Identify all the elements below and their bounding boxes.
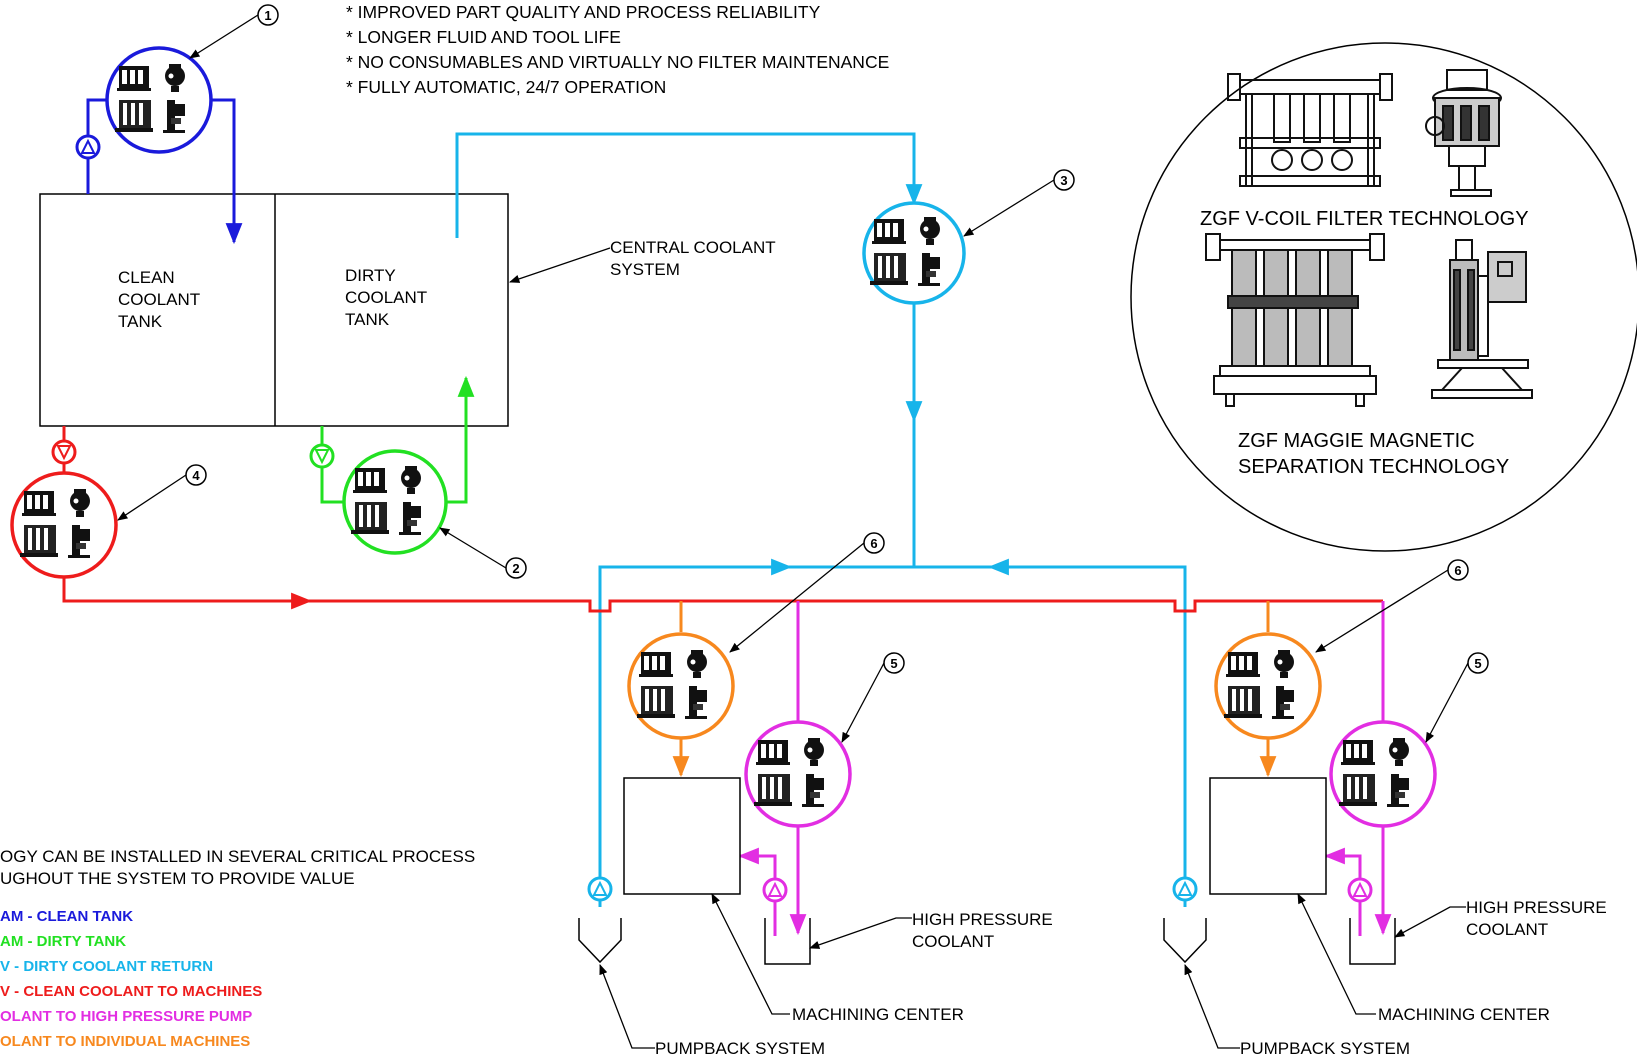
svg-text:2: 2 [512,561,519,576]
callout-2: 2 [439,527,527,579]
mc-label-right: MACHINING CENTER [1378,1005,1550,1024]
installation-note: OGY CAN BE INSTALLED IN SEVERAL CRITICAL… [0,847,480,888]
callout-5-left: 5 [841,652,905,743]
central-system-label: CENTRAL COOLANT SYSTEM [610,238,780,279]
cyan-return-line [455,132,1187,907]
color-legend: AM - CLEAN TANK AM - DIRTY TANK V - DIRT… [0,908,262,1050]
pump-icon [309,443,335,469]
pumpback-right [1163,918,1207,964]
callout-1: 1 [189,4,279,59]
svg-text:5: 5 [1474,656,1481,671]
pb-label-left: PUMPBACK SYSTEM [655,1039,825,1058]
legend-item: OLANT TO HIGH PRESSURE PUMP [0,1008,252,1025]
pb-leader-right [1184,964,1240,1049]
pump-icon [51,439,77,465]
callout-4: 4 [117,464,207,521]
feature-list: * IMPROVED PART QUALITY AND PROCESS RELI… [346,2,889,97]
right-magenta-branch [1323,601,1392,936]
callout-6-left: 6 [729,532,885,653]
machining-center-left [623,777,741,895]
svg-text:6: 6 [870,536,877,551]
callout-5-right: 5 [1425,652,1489,743]
filter-station-6-left [627,632,735,740]
pb-leader-left [599,964,655,1049]
filter-station-4 [10,471,118,579]
filter-station-2 [342,449,448,555]
pump-icon [762,877,788,903]
hp-reservoir-left [764,918,811,965]
feature-item: * NO CONSUMABLES AND VIRTUALLY NO FILTER… [346,52,889,72]
feature-item: * LONGER FLUID AND TOOL LIFE [346,27,621,47]
hp-leader-right [1394,906,1466,938]
filter-station-6-right [1214,632,1322,740]
machining-center-right [1209,777,1327,895]
pump-icon [1172,876,1198,902]
svg-text:5: 5 [890,656,897,671]
maggie-label: ZGF MAGGIE MAGNETIC SEPARATION TECHNOLOG… [1238,430,1509,478]
central-coolant-tank-box [39,193,509,427]
pump-icon [1347,877,1373,903]
left-magenta-branch [737,601,807,936]
pb-label-right: PUMPBACK SYSTEM [1240,1039,1410,1058]
mc-leader-left [711,893,790,1015]
dirty-tank-label: DIRTY COOLANT TANK [345,266,432,329]
pump-icon [75,134,101,160]
feature-item: * IMPROVED PART QUALITY AND PROCESS RELI… [346,2,821,22]
blue-clean-tank-loop [86,98,243,245]
svg-text:6: 6 [1454,563,1461,578]
svg-text:3: 3 [1060,173,1067,188]
clean-tank-label: CLEAN COOLANT TANK [118,268,205,331]
filter-station-5-right [1329,720,1437,828]
technology-panel: ZGF V-COIL FILTER TECHNOLOGY ZGF MAGGIE … [1130,42,1637,552]
central-system-leader [509,247,611,283]
legend-item: AM - CLEAN TANK [0,908,133,925]
hp-label-right: HIGH PRESSURE COOLANT [1466,898,1611,939]
feature-item: * FULLY AUTOMATIC, 24/7 OPERATION [346,77,666,97]
hp-label-left: HIGH PRESSURE COOLANT [912,910,1057,951]
legend-item: AM - DIRTY TANK [0,933,126,950]
filter-station-1 [105,46,213,154]
hp-leader-left [809,917,912,949]
pumpback-left [578,918,622,964]
legend-item: V - CLEAN COOLANT TO MACHINES [0,983,262,1000]
svg-text:1: 1 [264,8,271,23]
legend-item: V - DIRTY COOLANT RETURN [0,958,213,975]
callout-6-right: 6 [1315,559,1469,653]
vcoil-label: ZGF V-COIL FILTER TECHNOLOGY [1200,208,1529,230]
mc-leader-right [1297,893,1376,1015]
svg-text:4: 4 [192,468,200,483]
legend-item: OLANT TO INDIVIDUAL MACHINES [0,1033,250,1050]
hp-reservoir-right [1349,918,1396,965]
filter-station-5-left [744,720,852,828]
mc-label-left: MACHINING CENTER [792,1005,964,1024]
pump-icon [587,876,613,902]
filter-station-3 [862,201,966,305]
callout-3: 3 [963,169,1075,237]
